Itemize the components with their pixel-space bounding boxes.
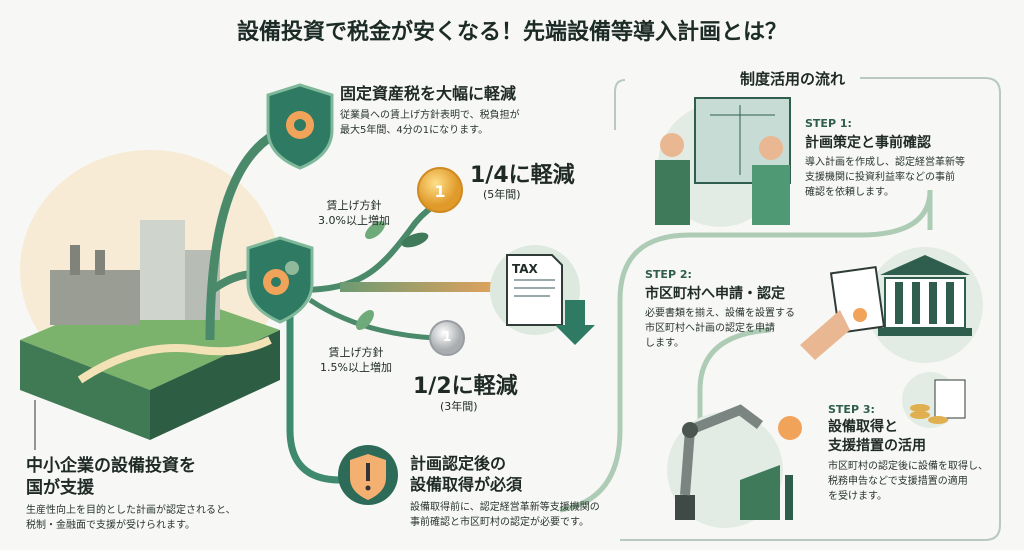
- shield-gear-icon-top: [266, 83, 334, 170]
- step2-label: STEP 2:: [645, 268, 692, 281]
- branch-low-result: 1/2に軽減: [413, 374, 518, 399]
- top-benefit-desc-line2: 最大5年間、4分の1になります。: [340, 125, 489, 136]
- flow-panel-border: [620, 77, 1001, 541]
- left-desc-line1: 生産性向上を目的とした計画が認定されると、: [26, 505, 236, 516]
- branch-high-condition: 賃上げ方針 3.0%以上増加: [318, 198, 390, 228]
- step3-desc-line3: を受けます。: [828, 491, 887, 502]
- top-benefit-desc-line1: 従業員への賃上げ方針表明で、税負担が: [340, 110, 520, 121]
- branch-low-condition-line2: 1.5%以上増加: [320, 361, 392, 374]
- tax-document-icon: [490, 245, 595, 345]
- step2-city-hall-illustration: [800, 247, 983, 363]
- gold-coin-label: 1: [434, 182, 446, 201]
- left-heading-line2: 国が支援: [26, 478, 94, 498]
- warning-shield-icon: [338, 445, 398, 505]
- step2-heading: 市区町村へ申請・認定: [645, 286, 785, 302]
- step-3: STEP 3: 設備取得と 支援措置の活用 市区町村の認定後に設備を取得し、 税…: [828, 403, 988, 504]
- silver-coin: [429, 320, 465, 356]
- step2-desc-line2: 市区町村へ計画の認定を申請: [645, 323, 775, 334]
- warning-section: 計画認定後の 設備取得が必須 設備取得前に、認定経営革新等支援機関の 事前確認と…: [410, 453, 600, 530]
- top-benefit: 固定資産税を大幅に軽減 従業員への賃上げ方針表明で、税負担が 最大5年間、4分の…: [340, 80, 520, 138]
- step1-heading: 計画策定と事前確認: [805, 135, 931, 151]
- tax-label: TAX: [512, 262, 538, 276]
- step3-desc-line1: 市区町村の認定後に設備を取得し、: [828, 461, 988, 472]
- branch-low-condition: 賃上げ方針 1.5%以上増加: [320, 345, 392, 375]
- step3-label: STEP 3:: [828, 403, 875, 416]
- branch-high-condition-line1: 賃上げ方針: [326, 199, 382, 212]
- warning-heading-line1: 計画認定後の: [410, 454, 507, 473]
- branch-low-condition-line1: 賃上げ方針: [328, 346, 384, 359]
- step3-robot-factory-illustration: [667, 372, 966, 528]
- step2-desc-line3: します。: [645, 338, 684, 349]
- flow-path: [559, 189, 933, 513]
- warning-desc-line2: 事前確認と市区町村の認定が必要です。: [410, 517, 589, 528]
- warning-heading-line2: 設備取得が必須: [410, 475, 523, 494]
- warning-desc-line1: 設備取得前に、認定経営革新等支援機関の: [410, 502, 600, 513]
- step1-desc-line3: 確認を依頼します。: [805, 187, 894, 198]
- left-heading-line1: 中小企業の設備投資を: [26, 456, 196, 476]
- flow-title: 制度活用の流れ: [740, 70, 846, 88]
- step1-label: STEP 1:: [805, 117, 852, 130]
- branch-high-period: (5年間): [483, 188, 521, 201]
- step2-desc-line1: 必要書類を揃え、設備を設置する: [645, 308, 795, 319]
- top-benefit-heading: 固定資産税を大幅に軽減: [340, 84, 517, 103]
- step1-desc-line2: 支援機関に投資利益率などの事前: [805, 172, 955, 183]
- step3-desc-line2: 税務申告などで支援措置の適用: [828, 476, 968, 487]
- gold-coin: [417, 167, 463, 213]
- step1-desc-line1: 導入計画を作成し、認定経営革新等: [805, 157, 965, 168]
- shield-gear-icon-middle: [246, 236, 314, 324]
- factory-island-illustration: [20, 150, 280, 450]
- left-section: 中小企業の設備投資を 国が支援 生産性向上を目的とした計画が認定されると、 税制…: [26, 455, 236, 533]
- step1-consultation-illustration: [655, 97, 791, 227]
- step-1: STEP 1: 計画策定と事前確認 導入計画を作成し、認定経営革新等 支援機関に…: [805, 117, 965, 200]
- step3-heading-line2: 支援措置の活用: [828, 438, 926, 454]
- step-2: STEP 2: 市区町村へ申請・認定 必要書類を揃え、設備を設置する 市区町村へ…: [645, 268, 795, 351]
- left-desc-line2: 税制・金融面で支援が受けられます。: [26, 520, 195, 531]
- silver-coin-label: 1: [442, 330, 452, 345]
- branch-high-condition-line2: 3.0%以上増加: [318, 214, 390, 227]
- branch-high-result: 1/4に軽減: [470, 163, 575, 188]
- step3-heading-line1: 設備取得と: [828, 419, 898, 435]
- branch-low-period: (3年間): [440, 400, 478, 413]
- arrow-to-tax: [340, 270, 520, 304]
- page-title: 設備投資で税金が安くなる！先端設備等導入計画とは？: [236, 20, 787, 45]
